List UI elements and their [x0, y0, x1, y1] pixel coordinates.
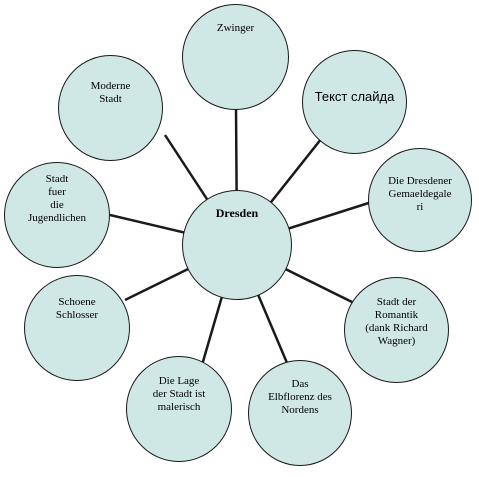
node-moderne: Moderne Stadt — [58, 55, 163, 161]
node-moderne-label: Moderne Stadt — [90, 80, 131, 105]
node-jugendliche: Stadt fuer die Jugendlichen — [4, 162, 110, 268]
node-elbflorenz-label: Das Elbflorenz des Nordens — [268, 378, 332, 416]
node-tekst-slaida-label: Текст слайда — [314, 89, 395, 104]
center-node-label: Dresden — [215, 206, 259, 220]
center-node-dresden: Dresden — [182, 190, 292, 300]
node-gemaeldegalerie: Die Dresdener Gemaeldegale ri — [368, 148, 472, 252]
node-tekst-slaida: Текст слайда — [302, 50, 407, 154]
node-zwinger: Zwinger — [182, 4, 289, 110]
node-romantik-label: Stadt der Romantik (dank Richard Wagner) — [365, 296, 428, 347]
node-zwinger-label: Zwinger — [216, 22, 255, 34]
node-romantik: Stadt der Romantik (dank Richard Wagner) — [344, 277, 449, 383]
node-jugendliche-label: Stadt fuer die Jugendlichen — [27, 173, 87, 224]
node-lage: Die Lage der Stadt ist malerisch — [126, 356, 232, 462]
node-lage-label: Die Lage der Stadt ist malerisch — [152, 375, 206, 413]
node-schloesser-label: Schoene Schlosser — [55, 296, 99, 321]
node-schloesser: Schoene Schlosser — [24, 275, 130, 381]
node-gemaeldegalerie-label: Die Dresdener Gemaeldegale ri — [388, 175, 452, 213]
node-elbflorenz: Das Elbflorenz des Nordens — [248, 360, 352, 466]
